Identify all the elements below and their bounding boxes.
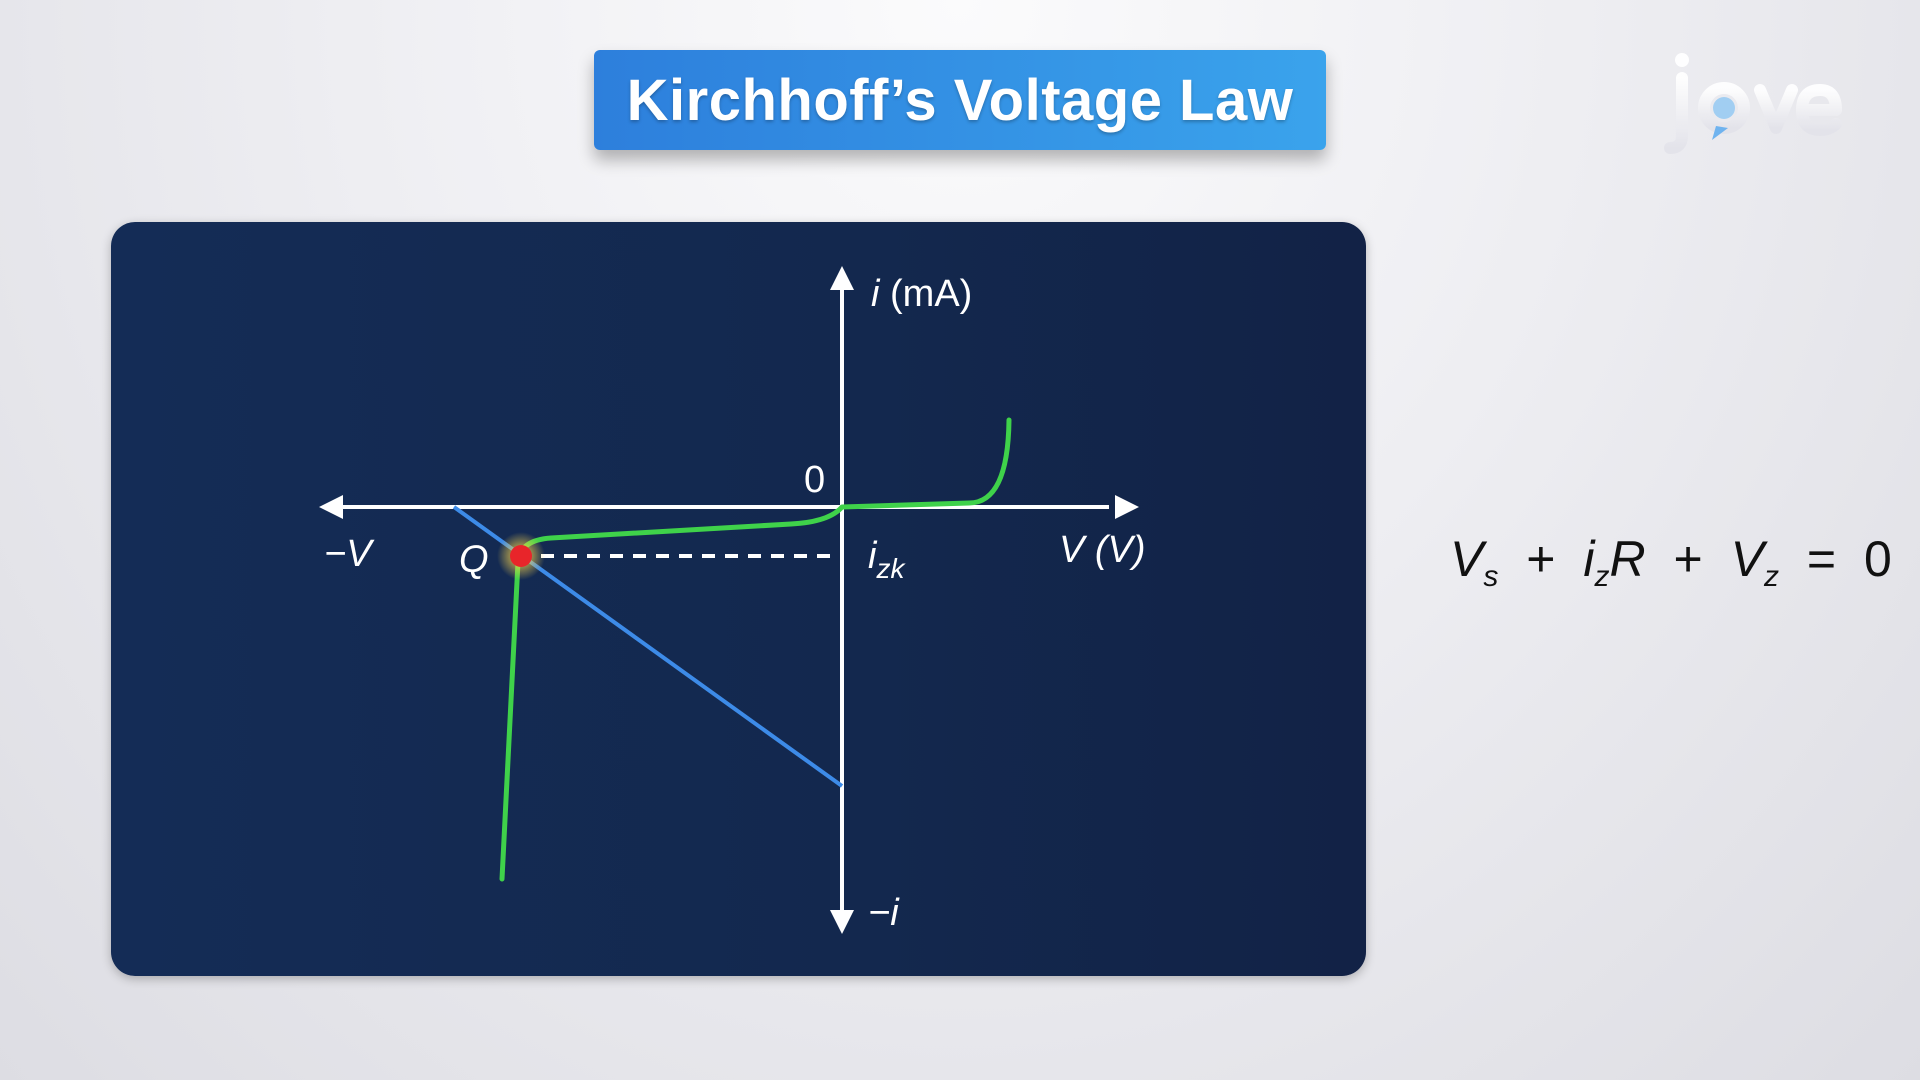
x-axis-label: V (V) <box>1059 529 1146 571</box>
y-axis-down-arrow <box>830 910 854 934</box>
neg-x-label: −V <box>324 533 375 575</box>
y-axis-label: i (mA) <box>871 273 972 315</box>
y-axis-up-arrow <box>830 266 854 290</box>
zener-iv-graph: i (mA) V (V) −V −i 0 Q izk <box>319 266 1146 934</box>
x-axis-left-arrow <box>319 495 343 519</box>
q-point <box>510 545 532 567</box>
kvl-equation: Vs + izR + Vz = 0 <box>1450 531 1892 593</box>
izk-label: izk <box>868 535 906 584</box>
q-point-label: Q <box>459 539 489 581</box>
jove-logo-icon <box>1664 53 1842 154</box>
diode-curve <box>499 417 1012 882</box>
title-banner: Kirchhoff’s Voltage Law <box>594 50 1326 150</box>
x-axis-right-arrow <box>1115 495 1139 519</box>
origin-label: 0 <box>804 459 825 501</box>
slide-title: Kirchhoff’s Voltage Law <box>626 67 1294 133</box>
graph-panel: i (mA) V (V) −V −i 0 Q izk <box>111 222 1366 976</box>
neg-y-label: −i <box>868 892 900 934</box>
